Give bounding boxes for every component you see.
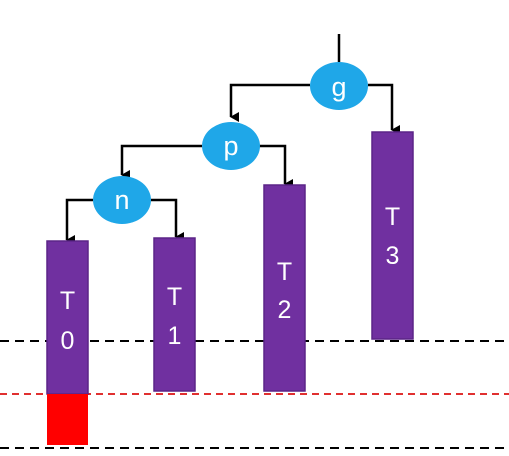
node-n xyxy=(93,176,151,224)
subtree-t1 xyxy=(153,237,196,392)
edge-g-to-t3 xyxy=(368,83,400,135)
subtree-t0 xyxy=(46,240,89,395)
edge-p-to-t2 xyxy=(259,144,293,189)
node-g xyxy=(310,62,368,110)
subtree-t1-label-line1: T xyxy=(167,283,182,311)
subtree-t1-label-line2: 1 xyxy=(168,322,182,350)
node-p-label: p xyxy=(223,131,238,161)
node-n-label: n xyxy=(114,185,129,215)
subtree-t3-label-line2: 3 xyxy=(386,242,400,270)
node-p xyxy=(202,122,260,170)
subtree-t2-label-line1: T xyxy=(277,258,292,286)
subtree-t0-label-line1: T xyxy=(60,287,75,315)
subtree-t3 xyxy=(371,131,414,340)
subtree-t2-label-line2: 2 xyxy=(278,296,292,324)
edge-p-to-n xyxy=(120,144,202,180)
node-g-label: g xyxy=(331,72,346,102)
subtree-t0-label-line2: 0 xyxy=(61,327,75,355)
edge-n-to-t1 xyxy=(151,198,184,242)
edge-g-to-p xyxy=(229,83,310,122)
subtree-t3-label-line1: T xyxy=(385,203,400,231)
subtree-t0-overflow-block xyxy=(47,394,88,445)
edge-n-to-t0 xyxy=(65,198,93,245)
subtree-t2 xyxy=(263,184,306,392)
